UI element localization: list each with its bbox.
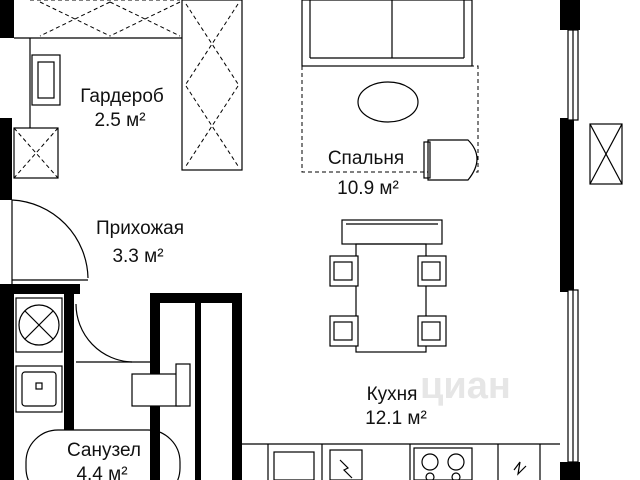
watermark: циан [420, 365, 511, 407]
bathroom-room [15, 297, 181, 480]
wardrobe-name: Гардероб [80, 86, 164, 107]
walls [0, 0, 580, 480]
hallway-name: Прихожая [96, 218, 184, 239]
hallway-room [11, 199, 191, 407]
bedroom-area: 10.9 м² [337, 178, 399, 199]
hallway-area: 3.3 м² [112, 246, 163, 267]
kitchen-name: Кухня [367, 384, 418, 405]
bathroom-name: Санузел [67, 440, 141, 461]
windows [567, 29, 623, 463]
bedroom-name: Спальня [328, 148, 404, 169]
bathroom-area: 4.4 м² [76, 464, 127, 480]
kitchen-room [242, 219, 560, 480]
kitchen-area: 12.1 м² [365, 408, 427, 429]
bedroom-room [301, 0, 479, 181]
wardrobe-area: 2.5 м² [94, 110, 145, 131]
wardrobe-room [13, 0, 243, 179]
